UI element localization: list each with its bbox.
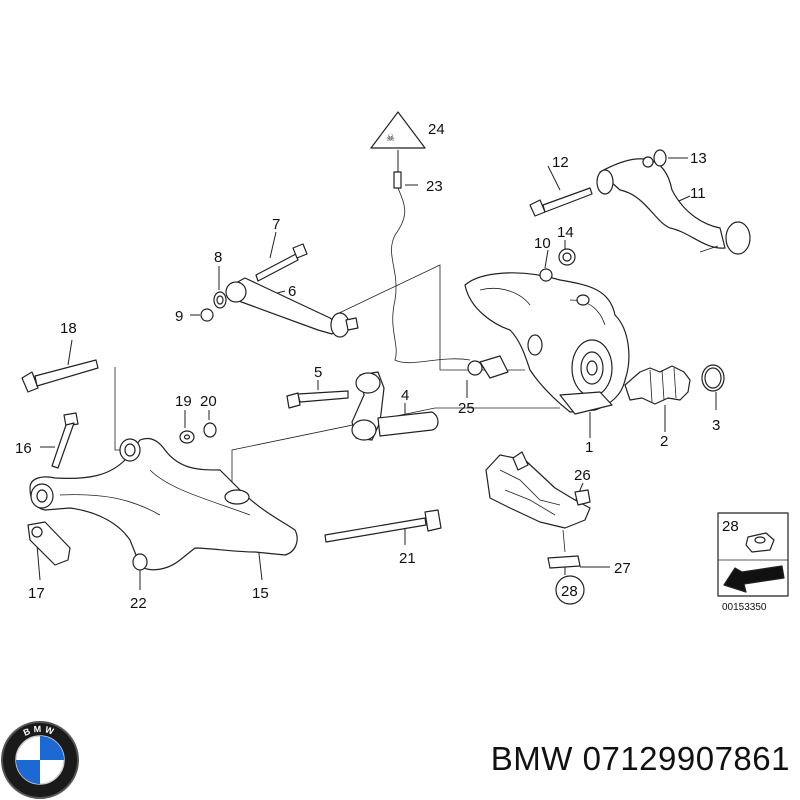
upper-control-arm [596,158,751,255]
bracket-17 [27,521,71,566]
callout-3: 3 [712,417,720,434]
part-number-caption: BMW 07129907861 [490,740,790,777]
callout-5: 5 [314,364,322,381]
callout-28-circled: 28 [561,583,578,600]
nut-9 [200,308,214,322]
callout-24: 24 [428,121,445,138]
joint-boot [624,365,691,405]
diagram-code: 00153350 [722,602,767,613]
callout-16: 16 [15,440,32,457]
bolt-18 [21,359,99,393]
integral-link [351,371,439,441]
callout-25: 25 [458,400,475,417]
callout-4: 4 [401,387,409,404]
callout-11: 11 [690,185,706,202]
callout-13: 13 [690,150,707,167]
nut-20 [203,422,217,438]
callout-10: 10 [534,235,551,252]
wheel-carrier [464,272,630,415]
lower-control-arm [29,437,298,571]
logo-lettering: BMW [22,724,55,738]
callout-8: 8 [214,249,222,266]
callout-12: 12 [552,154,569,171]
callout-7: 7 [272,216,280,233]
inset-panel [717,512,789,597]
callout-21: 21 [399,550,416,567]
bolt-7 [255,243,308,282]
bushing-13 [642,149,667,168]
callout-27: 27 [614,560,631,577]
wheel-speed-sensor-cable [391,171,509,379]
bolt-12 [529,187,593,217]
callout-22: 22 [130,595,147,612]
warning-triangle-icon: ☠ [370,111,426,149]
washer-8 [213,291,227,309]
bushing-14 [558,248,576,266]
callout-9: 9 [175,308,183,325]
callout-18: 18 [60,320,77,337]
circled-callout-28 [555,575,585,605]
callout-14: 14 [557,224,574,241]
callout-28-inset: 28 [722,518,739,535]
bolt-21 [324,509,442,543]
callout-6: 6 [288,283,296,300]
bolt-5 [286,390,349,409]
callout-23: 23 [426,178,443,195]
callout-2: 2 [660,433,668,450]
callout-17: 17 [28,585,45,602]
callout-19: 19 [175,393,192,410]
circlip-ring [701,364,725,392]
svg-text:☠: ☠ [386,133,395,144]
svg-text:BMW: BMW [22,724,58,738]
callout-15: 15 [252,585,269,602]
callout-20: 20 [200,393,217,410]
clip-27 [547,529,581,569]
washer-19 [179,430,195,444]
callout-26: 26 [574,467,591,484]
callout-labels: 1 2 3 4 5 6 7 8 9 10 11 12 13 14 15 16 1… [15,121,767,613]
callout-1: 1 [585,439,593,456]
bracket-assembly-26 [485,451,591,529]
nut-10 [539,268,553,282]
toe-link [225,277,359,338]
bmw-logo: BMW [1,721,79,799]
bolt-16 [51,412,79,469]
